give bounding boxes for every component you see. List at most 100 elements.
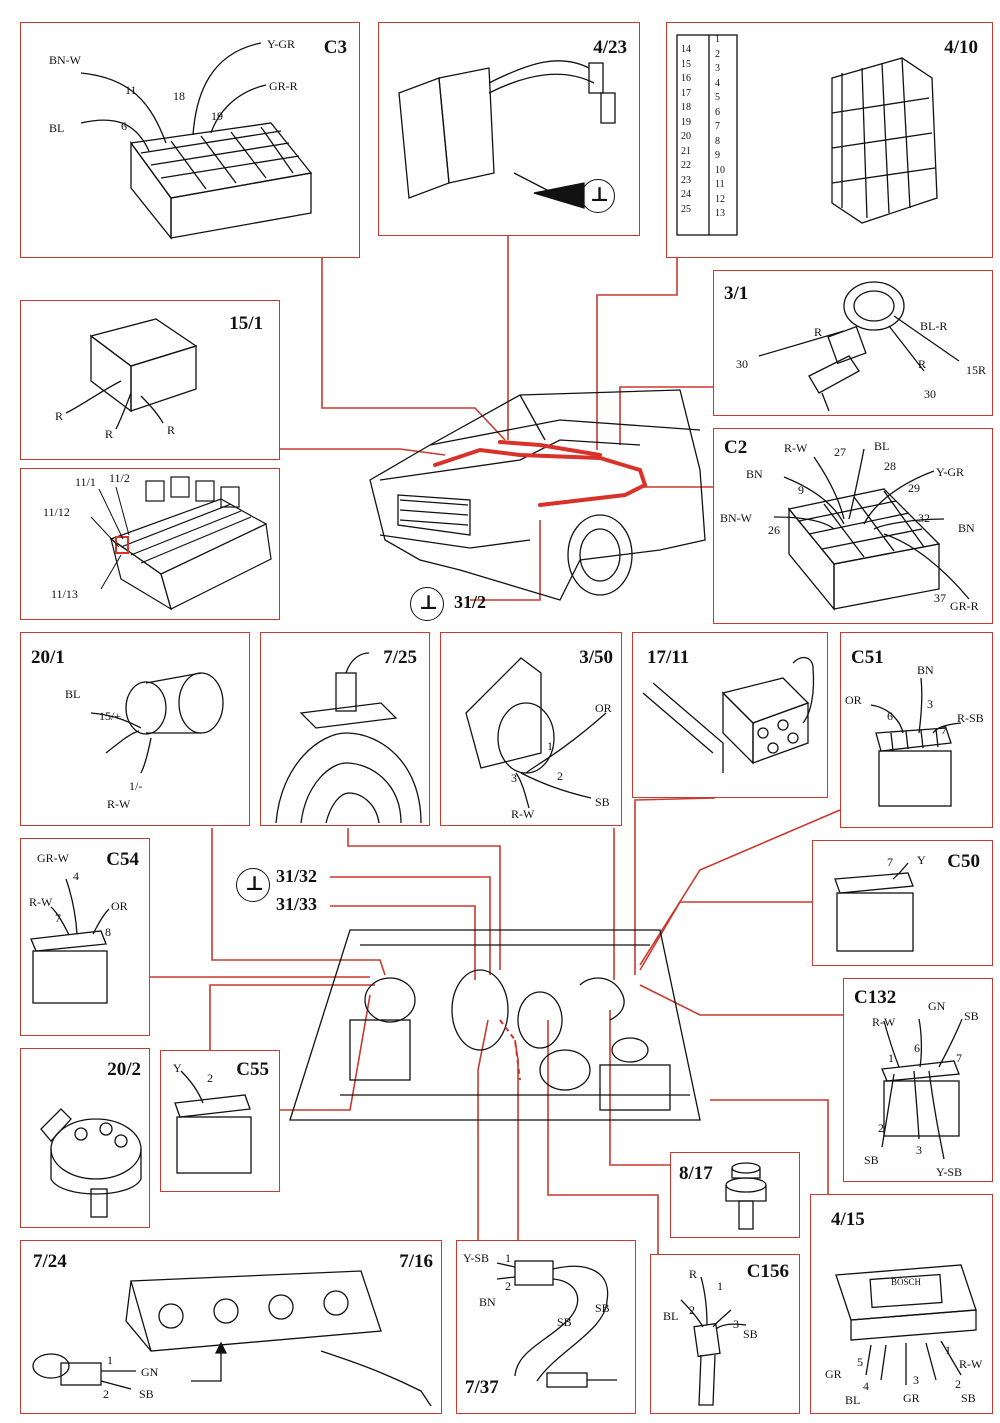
fuse-label: 11/2 bbox=[109, 471, 130, 485]
pin-label: 2 bbox=[103, 1387, 109, 1401]
panel-title: C2 bbox=[724, 437, 748, 458]
pin-number: 23 bbox=[681, 174, 691, 186]
pin-number: 3 bbox=[715, 63, 720, 74]
wire-label: BL-R bbox=[920, 319, 948, 333]
pin-number: 15 bbox=[681, 58, 691, 70]
wire-label: SB bbox=[864, 1153, 879, 1167]
connector-c50-drawing bbox=[834, 862, 914, 952]
panel-title: C50 bbox=[947, 851, 980, 872]
pin-label: 29 bbox=[908, 481, 920, 495]
ecu-4-23-drawing bbox=[398, 60, 616, 209]
pin-label: 7 bbox=[956, 1051, 962, 1065]
pin-label: 2 bbox=[557, 769, 563, 783]
panel-title: 4/10 bbox=[944, 37, 978, 58]
pin-label: 6 bbox=[121, 119, 127, 133]
connector-c3-drawing bbox=[80, 42, 313, 240]
wire-label: SB bbox=[961, 1391, 976, 1405]
ignition-module-drawing bbox=[835, 1264, 977, 1385]
sensor-7-37-drawing bbox=[496, 1260, 617, 1388]
wire-label: R bbox=[167, 423, 176, 437]
pin-label: 9 bbox=[798, 483, 804, 497]
panel-title: 20/2 bbox=[107, 1059, 141, 1080]
panel-20-1: 20/1 BL 15/+ 1/- R-W bbox=[20, 632, 250, 826]
wire-label: BN bbox=[746, 467, 763, 481]
wire-label: SB bbox=[139, 1387, 154, 1401]
panel-title: C132 bbox=[854, 987, 897, 1008]
pin-label: 1 bbox=[547, 739, 553, 753]
connector-c51-drawing bbox=[870, 677, 962, 807]
ground-symbol: ⊥ bbox=[236, 868, 270, 902]
component-8-17-drawing bbox=[725, 1162, 767, 1230]
pin-number: 11 bbox=[715, 179, 725, 190]
pin-label: 3 bbox=[913, 1373, 919, 1387]
pin-label: 2 bbox=[955, 1377, 961, 1391]
connector-c55-drawing bbox=[174, 1070, 252, 1174]
wire-label: BL bbox=[49, 121, 65, 135]
ecu-4-10-drawing bbox=[676, 34, 938, 236]
panel-title: C51 bbox=[851, 647, 884, 668]
connector-c132-drawing bbox=[881, 1018, 963, 1160]
panel-title: 17/11 bbox=[647, 647, 690, 668]
engine-head-drawing bbox=[32, 1270, 432, 1407]
panel-c51: C51 BN OR 3 6 7 R-SB bbox=[840, 632, 993, 828]
panel-4-15: 4/15 BOSCH 1 R-W 5 GR 4 BL 3 GR 2 SB bbox=[810, 1194, 993, 1414]
fuse-label: 11/1 bbox=[75, 475, 96, 489]
pin-label: 7 bbox=[55, 911, 61, 925]
wire-label: R-W bbox=[784, 441, 808, 455]
wire-label: R-SB bbox=[957, 711, 984, 725]
wire-label: OR bbox=[111, 899, 128, 913]
pin-label: 1 bbox=[505, 1251, 511, 1265]
panel-7-24: 7/24 7/16 1 GN 2 SB bbox=[20, 1240, 442, 1414]
pin-label: 2 bbox=[505, 1279, 511, 1293]
pin-number: 13 bbox=[715, 208, 725, 219]
pin-label: 37 bbox=[934, 591, 946, 605]
pin-number: 4 bbox=[715, 77, 720, 89]
wire-label: R bbox=[689, 1267, 698, 1281]
pin-number: 9 bbox=[715, 150, 720, 161]
pin-label: 6 bbox=[914, 1041, 920, 1055]
wire-label: GR bbox=[903, 1391, 920, 1405]
pin-number: 18 bbox=[681, 102, 691, 113]
pin-label: 7 bbox=[941, 723, 947, 737]
panel-title: 3/50 bbox=[579, 647, 613, 668]
panel-c54: C54 GR-W 4 R-W OR 7 8 bbox=[20, 838, 150, 1036]
panel-title: C54 bbox=[106, 849, 139, 870]
panel-3-50: 3/50 OR 1 2 3 SB R-W bbox=[440, 632, 622, 826]
pin-number: 24 bbox=[681, 189, 691, 200]
ground-label: 31/2 bbox=[454, 592, 487, 612]
panel-title: 4/15 bbox=[831, 1209, 865, 1230]
pin-label: 1 bbox=[945, 1343, 951, 1357]
panel-4-10: 4/10 14 15 16 17 18 19 20 21 22 23 24 25… bbox=[666, 22, 993, 258]
panel-7-37: 7/37 Y-SB 1 2 BN SB SB bbox=[456, 1240, 636, 1414]
panel-c2: C2 R-W BL BN Y-GR BN-W BN GR-R 27 28 9 2… bbox=[713, 428, 993, 624]
connector-c2-drawing bbox=[773, 448, 970, 611]
wire-label: GR-W bbox=[37, 851, 69, 865]
pin-number: 17 bbox=[681, 87, 691, 99]
brand-label: BOSCH bbox=[891, 1277, 922, 1287]
panel-c3: C3 BN-W Y-GR GR-R BL 11 18 19 6 bbox=[20, 22, 360, 258]
terminal-label: 30 bbox=[736, 357, 748, 371]
wire-label: SB bbox=[557, 1315, 572, 1329]
pin-label: 8 bbox=[105, 925, 111, 939]
wire-label: Y-GR bbox=[267, 37, 296, 51]
panel-20-2: 20/2 bbox=[20, 1048, 150, 1228]
pin-number: 2 bbox=[715, 48, 720, 60]
panel-title: 3/1 bbox=[724, 283, 749, 304]
wire-label: Y-SB bbox=[936, 1165, 963, 1179]
fuse-label: 11/12 bbox=[43, 505, 70, 519]
pin-label: 19 bbox=[211, 109, 223, 123]
pin-number: 5 bbox=[715, 92, 720, 103]
relay-15-1-drawing bbox=[65, 318, 198, 430]
pin-number: 25 bbox=[681, 203, 691, 215]
wire-label: R-W bbox=[107, 797, 131, 811]
pin-label: 32 bbox=[918, 511, 930, 525]
wire-label: GR-R bbox=[269, 79, 298, 93]
panel-c55: C55 Y 2 bbox=[160, 1050, 280, 1192]
wire-label: BN bbox=[479, 1295, 496, 1309]
connector-c156-drawing bbox=[680, 1276, 747, 1406]
pin-number: 19 bbox=[681, 116, 691, 128]
wire-label: SB bbox=[595, 1301, 610, 1315]
wire-label: R bbox=[105, 427, 114, 441]
pin-label: 1 bbox=[107, 1353, 113, 1367]
wire-label: R bbox=[814, 325, 823, 339]
